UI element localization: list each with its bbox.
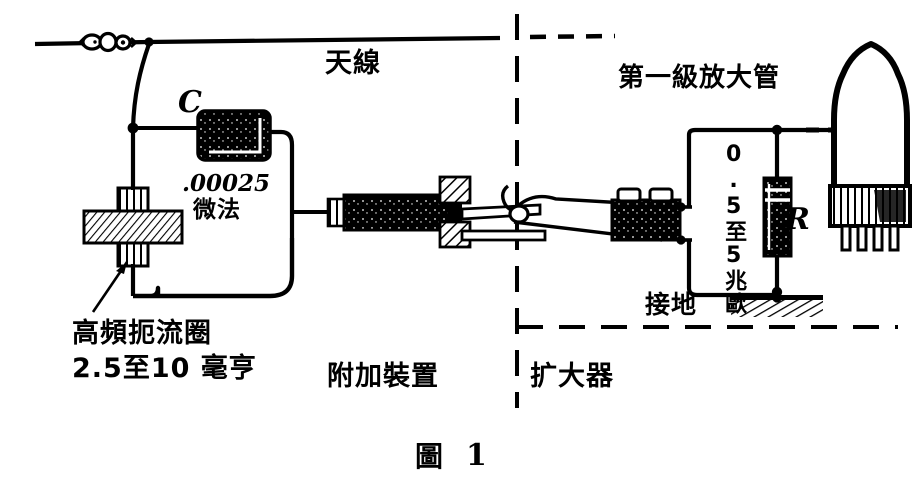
earth-ground-symbol	[731, 293, 823, 317]
choke-pointer-arrow	[91, 261, 129, 313]
capacitor-symbol-label: C	[178, 85, 202, 120]
choke-value-label: 2.5至10 毫亨	[72, 353, 257, 384]
capacitor-unit-label: 微法	[193, 197, 241, 223]
section-amplifier-label: 扩大器	[530, 361, 614, 392]
antenna-insulator-icon	[78, 31, 138, 53]
amplifier-tube-label: 第一級放大管	[618, 63, 781, 93]
figure-caption-label: 圖	[415, 440, 445, 473]
resistor-symbol-label: R	[785, 202, 810, 237]
antenna-label: 天線	[325, 48, 381, 79]
rf-choke-coil	[82, 182, 184, 296]
resistor-value-label: 0.5至5兆歐	[721, 142, 747, 315]
figure-caption-number: 1	[466, 438, 487, 473]
crystal-detector	[292, 175, 547, 249]
section-addon-label: 附加裝置	[327, 361, 439, 392]
ground-label: 接地	[645, 290, 698, 319]
section-divider	[515, 14, 898, 408]
grid-leak-resistor	[762, 176, 793, 258]
capacitor-value-label: .00025	[182, 170, 271, 197]
fixed-capacitor	[196, 109, 295, 238]
vacuum-tube	[828, 41, 912, 252]
antenna-leadin-wire	[130, 43, 151, 129]
choke-return-loop-wire	[133, 238, 295, 299]
terminal-block	[610, 187, 692, 245]
choke-name-label: 高頻扼流圈	[72, 318, 212, 349]
